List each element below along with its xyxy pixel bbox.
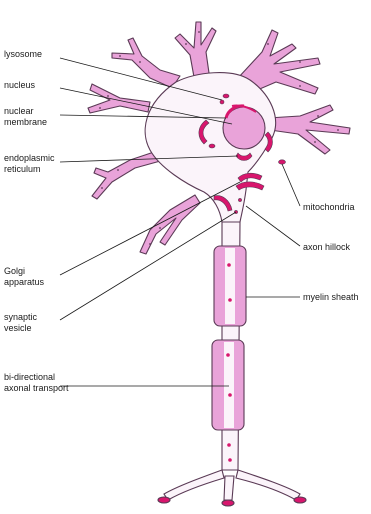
label-transport-line2: axonal transport	[4, 383, 69, 393]
vesicle	[238, 198, 241, 201]
leader-golgi	[60, 182, 240, 275]
leader-synaptic	[60, 212, 236, 320]
label-golgi-line1: Golgi	[4, 266, 25, 276]
label-myelin-sheath: myelin sheath	[303, 292, 359, 302]
label-er-line2: reticulum	[4, 164, 41, 174]
label-transport-line1: bi-directional	[4, 372, 55, 382]
label-nuclear-membrane-line2: membrane	[4, 117, 47, 127]
leader-mitochondria	[282, 164, 300, 206]
dendrite-lower-left-1	[92, 150, 164, 199]
label-golgi-line2: apparatus	[4, 277, 45, 287]
mitochondrion-2	[209, 144, 215, 148]
label-synaptic-line1: synaptic	[4, 312, 38, 322]
label-mitochondria: mitochondria	[303, 202, 355, 212]
dendrite-left	[88, 84, 150, 113]
label-nuclear-membrane-line1: nuclear	[4, 106, 34, 116]
dendrite-lower-left-2	[140, 195, 200, 254]
leader-axon-hillock	[246, 206, 300, 246]
label-synaptic-line2: vesicle	[4, 323, 32, 333]
label-er-line1: endoplasmic	[4, 153, 55, 163]
terminal-branches	[164, 470, 300, 500]
axon	[212, 222, 246, 470]
mitochondrion-1	[279, 160, 286, 164]
label-nucleus: nucleus	[4, 80, 36, 90]
axon-terminals	[164, 470, 300, 500]
mitochondrion-3	[223, 94, 229, 98]
label-lysosome: lysosome	[4, 49, 42, 59]
lysosome-dot	[220, 100, 224, 104]
label-axon-hillock: axon hillock	[303, 242, 351, 252]
